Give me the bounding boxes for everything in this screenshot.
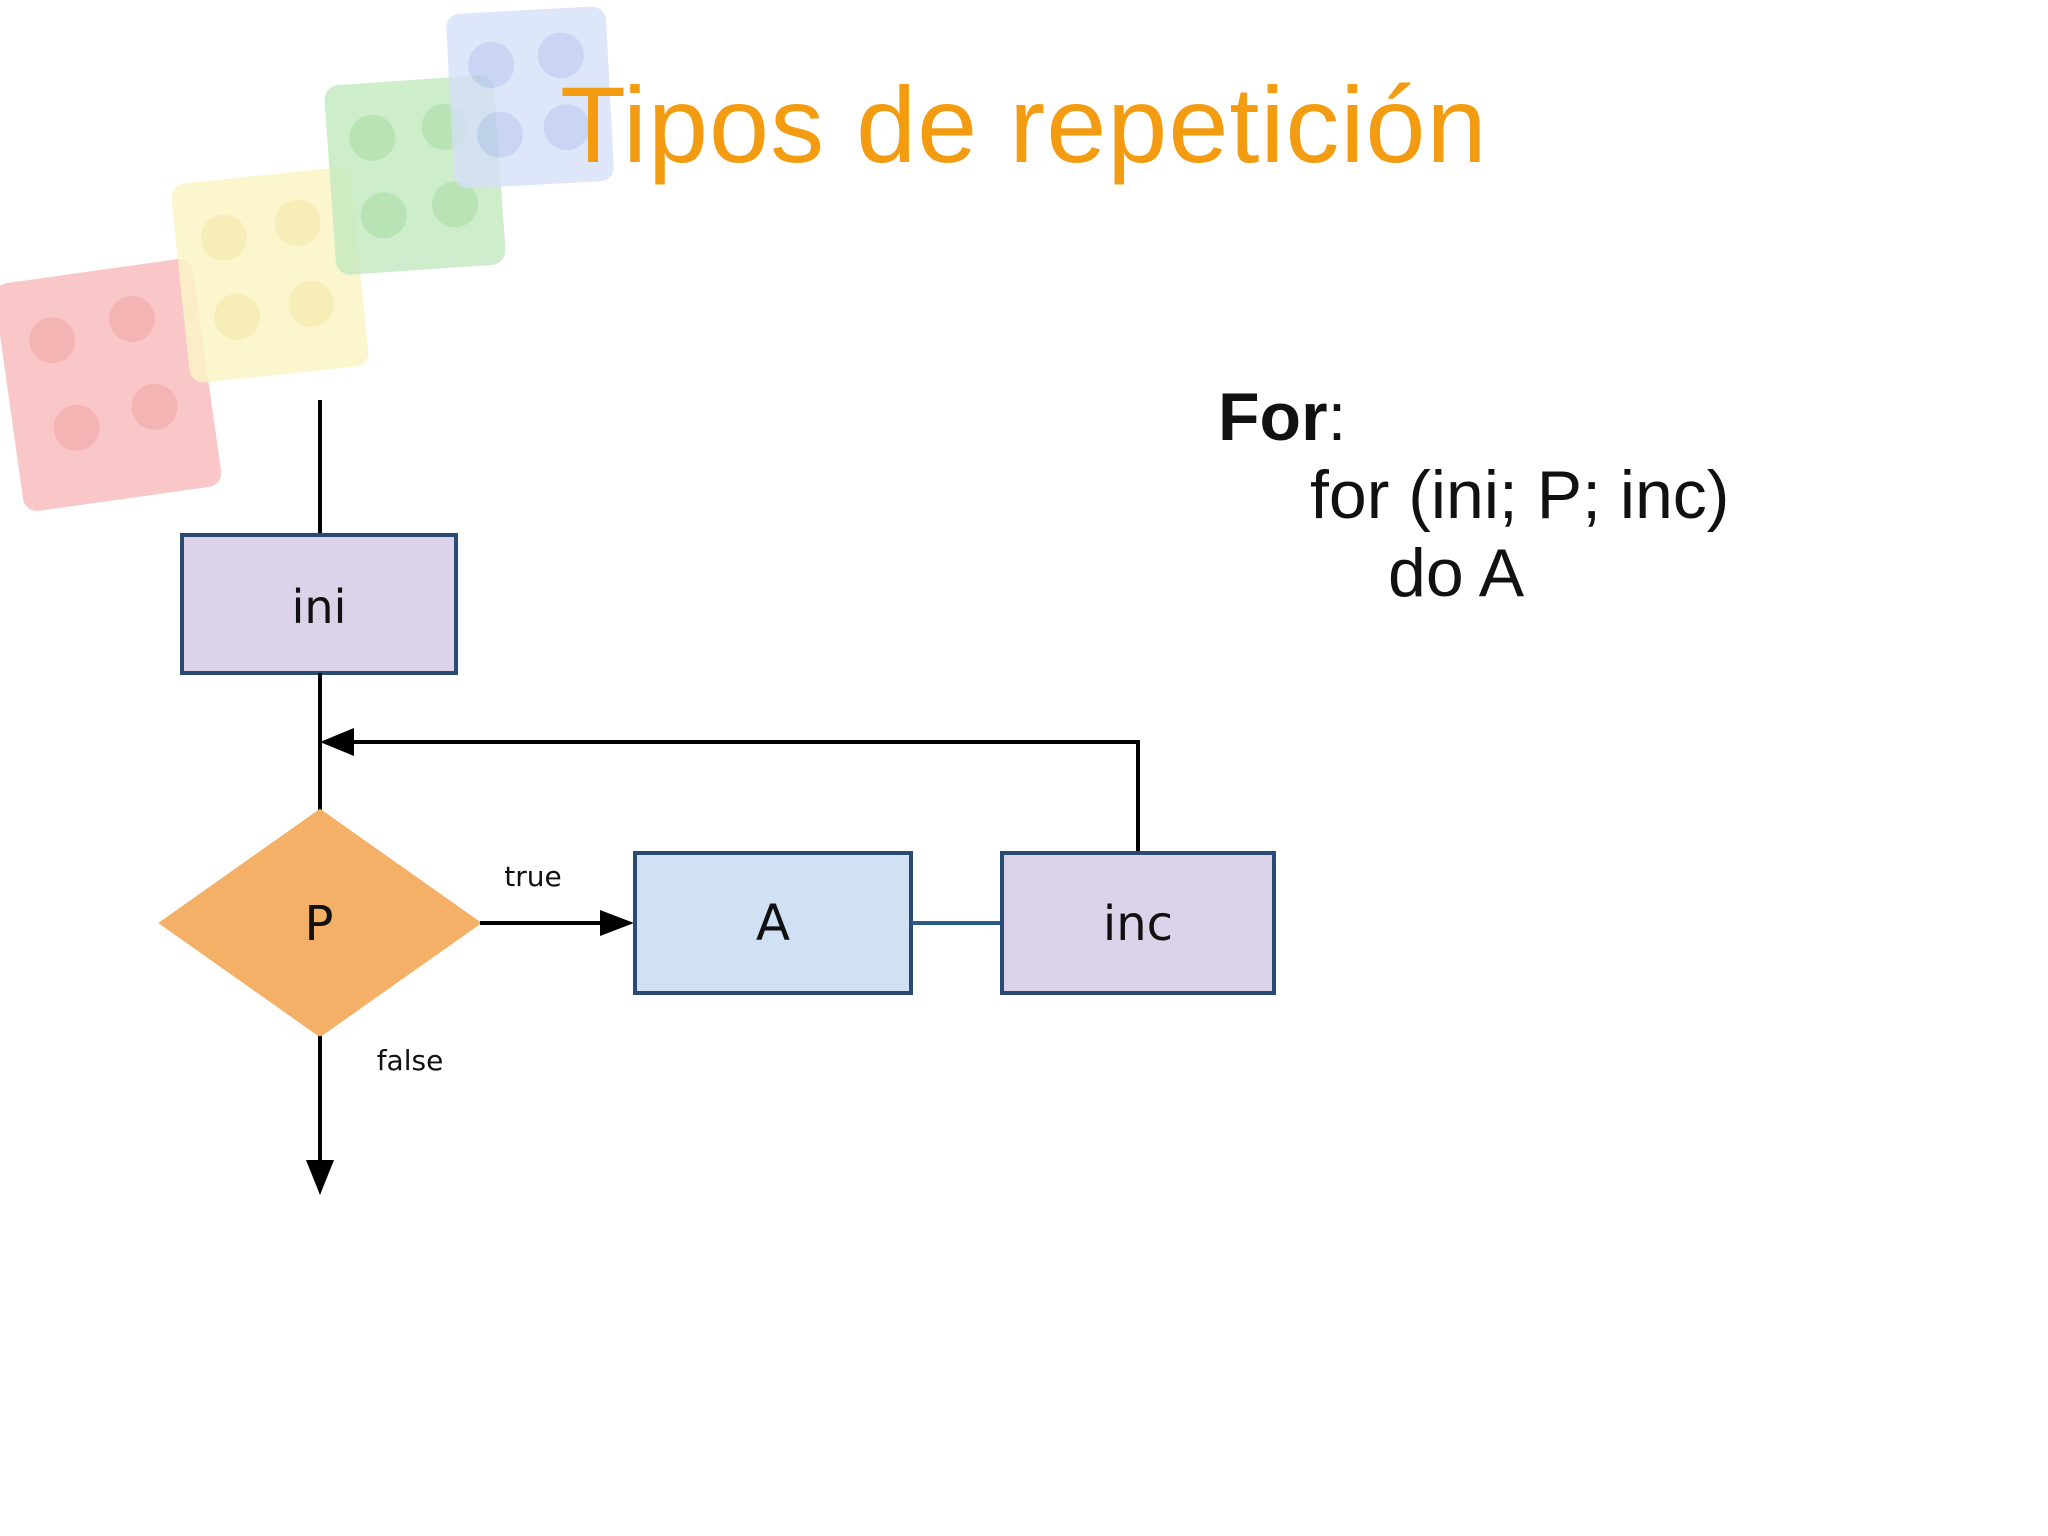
code-heading: For: [1218, 378, 1729, 456]
loop-back-arrowhead [320, 728, 354, 756]
true-branch-arrowhead [600, 910, 634, 936]
true-label: true [504, 860, 561, 893]
init-box [180, 533, 458, 675]
condition-label: P [305, 896, 334, 952]
code-block: For: for (ini; P; inc) do A [1218, 378, 1729, 612]
increment-box-label: inc [1103, 896, 1173, 952]
code-line-do: do A [1388, 535, 1525, 611]
for-keyword-colon: : [1327, 379, 1347, 455]
code-line-for: for (ini; P; inc) [1310, 457, 1730, 533]
for-keyword: For [1218, 379, 1328, 455]
action-box-label: A [756, 894, 790, 952]
init-box-label: ini [292, 580, 347, 634]
increment-box [1000, 851, 1276, 995]
loop-back-line [340, 740, 1140, 853]
page-title: Tipos de repetición [560, 64, 1488, 185]
false-branch-arrowhead [306, 1160, 334, 1195]
false-label: false [377, 1044, 444, 1077]
